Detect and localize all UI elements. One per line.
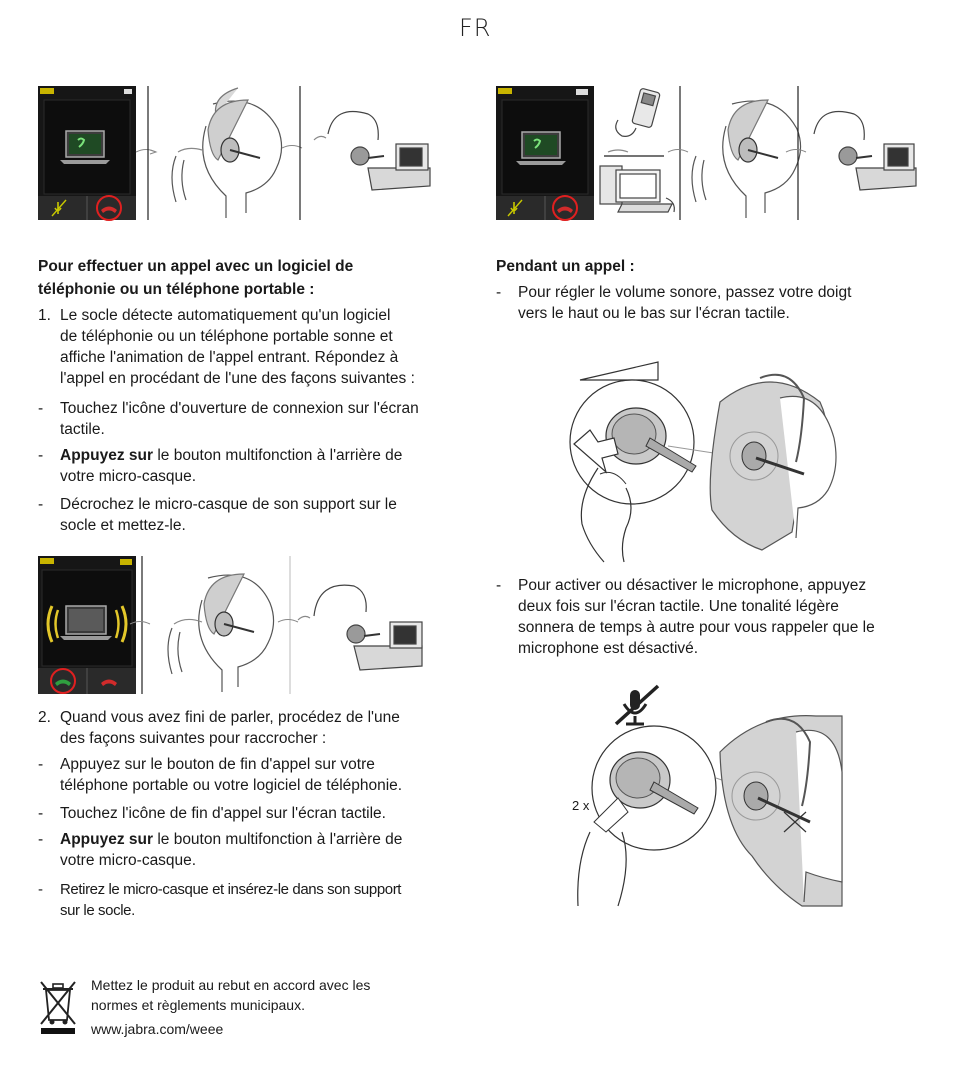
- dash-bullet: -: [38, 447, 44, 464]
- step-1-line: Le socle détecte automatiquement qu'un l…: [60, 307, 391, 324]
- volume-ramp-icon: [579, 361, 659, 381]
- option-line: Touchez l'icône de fin d'appel sur l'écr…: [60, 805, 386, 822]
- dash-bullet: -: [38, 756, 44, 773]
- option-line: vers le haut ou le bas sur l'écran tacti…: [518, 305, 790, 322]
- phone-hangup-icon: [96, 195, 122, 221]
- step-1-option: - Touchez l'icône d'ouverture de connexi…: [38, 398, 458, 440]
- weee-line: Mettez le produit au rebut en accord ave…: [91, 977, 371, 993]
- option-line: votre micro-casque.: [60, 468, 197, 485]
- dash-bullet: -: [496, 577, 502, 594]
- option-bold: Appuyez sur: [60, 831, 154, 848]
- step-1-line: l'appel en procédant de l'une des façons…: [60, 370, 415, 387]
- option-line: Pour régler le volume sonore, passez vot…: [518, 284, 852, 301]
- right-heading: Pendant un appel :: [496, 258, 635, 275]
- option-line: deux fois sur l'écran tactile. Une tonal…: [518, 598, 839, 615]
- option-line: Appuyez sur le bouton de fin d'appel sur…: [60, 756, 375, 773]
- step-1-line: de téléphonie ou un téléphone portable s…: [60, 328, 393, 345]
- illustration-volume-swipe: [560, 358, 845, 563]
- step-2-option: - Appuyez sur le bouton multifonction à …: [38, 829, 458, 871]
- step-2-option: - Touchez l'icône de fin d'appel sur l'é…: [38, 803, 458, 824]
- dash-bullet: -: [38, 496, 44, 513]
- weee-line: normes et règlements municipaux.: [91, 997, 305, 1013]
- option-line: Pour activer ou désactiver le microphone…: [518, 577, 867, 594]
- option-line: microphone est désactivé.: [518, 640, 699, 657]
- dash-bullet: -: [38, 881, 43, 898]
- option-line: socle et mettez-le.: [60, 517, 186, 534]
- option-line: Décrochez le micro-casque de son support…: [60, 496, 397, 513]
- illustration-incoming-call: [38, 556, 438, 696]
- option-line: tactile.: [60, 421, 105, 438]
- right-option: - Pour régler le volume sonore, passez v…: [496, 282, 916, 324]
- speaker-icon: [124, 89, 132, 94]
- step-1-number: 1.: [38, 307, 51, 324]
- left-heading: Pour effectuer un appel avec un logiciel…: [38, 256, 458, 300]
- option-line: le bouton multifonction à l'arrière de: [153, 831, 403, 848]
- dash-bullet: -: [38, 805, 44, 822]
- step-2-option: - Appuyez sur le bouton de fin d'appel s…: [38, 754, 468, 796]
- option-line: votre micro-casque.: [60, 852, 197, 869]
- step-1-line: affiche l'animation de l'appel entrant. …: [60, 349, 399, 366]
- option-line: sur le socle.: [60, 902, 135, 919]
- battery-icon: [40, 88, 54, 94]
- step-1-option: - Appuyez sur le bouton multifonction à …: [38, 445, 458, 487]
- step-2-number: 2.: [38, 709, 51, 726]
- page-language-label: FR: [459, 14, 492, 42]
- option-line: téléphone portable ou votre logiciel de …: [60, 777, 403, 794]
- option-bold: Appuyez sur: [60, 447, 154, 464]
- left-heading-line1: Pour effectuer un appel avec un logiciel…: [38, 258, 354, 275]
- phone-answer-icon: [50, 668, 76, 694]
- base-touchscreen: [38, 86, 136, 221]
- option-line: sonnera de temps à autre pour vous rappe…: [518, 619, 875, 636]
- dash-bullet: -: [496, 284, 502, 301]
- option-line: Touchez l'icône d'ouverture de connexion…: [60, 400, 419, 417]
- headset-on-base: [313, 110, 431, 191]
- step-2-option: - Retirez le micro-casque et insérez-le …: [38, 879, 468, 921]
- option-line: le bouton multifonction à l'arrière de: [153, 447, 403, 464]
- weee-notice: Mettez le produit au rebut en accord ave…: [91, 975, 431, 1015]
- crossed-bin-icon: [38, 978, 78, 1036]
- weee-url-link[interactable]: www.jabra.com/weee: [91, 1021, 224, 1037]
- step-2-line: Quand vous avez fini de parler, procédez…: [60, 709, 400, 726]
- step-1: 1. Le socle détecte automatiquement qu'u…: [38, 305, 458, 389]
- left-heading-line2: téléphonie ou un téléphone portable :: [38, 281, 315, 298]
- illustration-mute-double-tap: [570, 682, 843, 907]
- illustration-mobile-desktop-call: [496, 86, 920, 221]
- mic-mute-icon: [614, 684, 660, 726]
- dash-bullet: -: [38, 831, 44, 848]
- tap-count-label: 2 x: [572, 798, 590, 813]
- step-2-line: des façons suivantes pour raccrocher :: [60, 730, 327, 747]
- mic-mute-icon: [51, 199, 67, 217]
- illustration-softphone-call: [38, 86, 458, 221]
- step-2: 2. Quand vous avez fini de parler, procé…: [38, 707, 458, 749]
- step-1-option: - Décrochez le micro-casque de son suppo…: [38, 494, 458, 536]
- laptop-icon: [60, 130, 110, 164]
- right-option: - Pour activer ou désactiver le micropho…: [496, 575, 926, 659]
- dash-bullet: -: [38, 400, 44, 417]
- option-line: Retirez le micro-casque et insérez-le da…: [60, 881, 402, 898]
- headset-user-head: [171, 87, 283, 218]
